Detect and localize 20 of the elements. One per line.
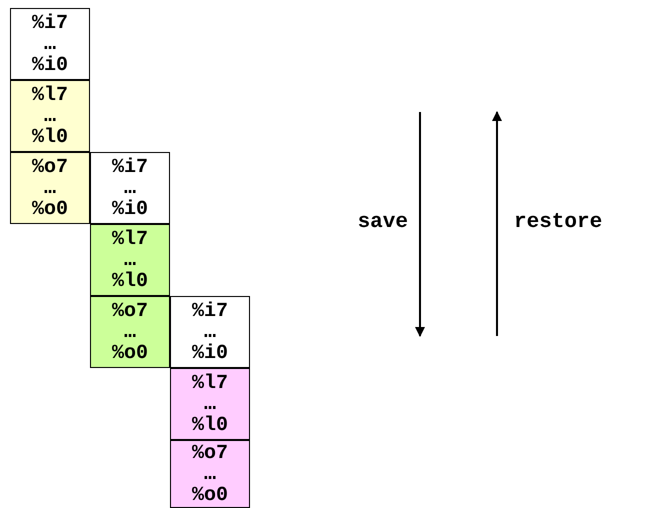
register-window-cell <box>90 152 170 224</box>
register-range: %i7 … %i0 <box>190 300 229 364</box>
register-range: %o7 … %o0 <box>30 156 69 220</box>
register-window-cell <box>170 368 250 440</box>
register-range: %l7 … %l0 <box>190 372 229 436</box>
register-window-cell <box>170 296 250 368</box>
register-window-cell <box>10 80 90 152</box>
register-range: %l7 … %l0 <box>30 84 69 148</box>
register-window-cell <box>10 152 90 224</box>
register-window-cell <box>90 296 170 368</box>
register-window-cell <box>10 8 90 80</box>
register-range: %l7 … %l0 <box>110 228 149 292</box>
register-window-cell <box>90 224 170 296</box>
register-range: %o7 … %o0 <box>190 442 229 506</box>
register-range: %i7 … %i0 <box>30 12 69 76</box>
register-window-cell <box>170 440 250 508</box>
register-range: %o7 … %o0 <box>110 300 149 364</box>
operation-label: save <box>358 211 408 234</box>
operation-label: restore <box>514 211 602 234</box>
register-range: %i7 … %i0 <box>110 156 149 220</box>
